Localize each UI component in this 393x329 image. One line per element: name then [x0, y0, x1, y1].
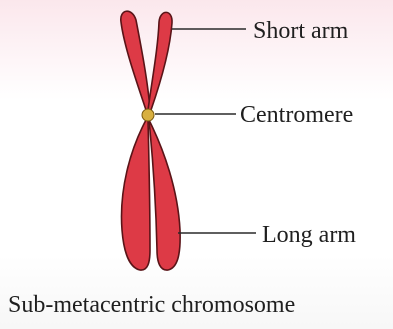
diagram-caption: Sub-metacentric chromosome	[8, 290, 393, 320]
long-arm-label: Long arm	[262, 222, 356, 248]
short-arm-right-chromatid	[148, 12, 172, 110]
short-arm-left-chromatid	[121, 11, 150, 110]
short-arm-label: Short arm	[253, 18, 349, 44]
chromosome	[121, 11, 180, 270]
long-arm-right-chromatid	[149, 120, 180, 270]
centromere-label: Centromere	[240, 102, 353, 128]
centromere-dot	[142, 109, 154, 121]
long-arm-left-chromatid	[122, 120, 150, 270]
